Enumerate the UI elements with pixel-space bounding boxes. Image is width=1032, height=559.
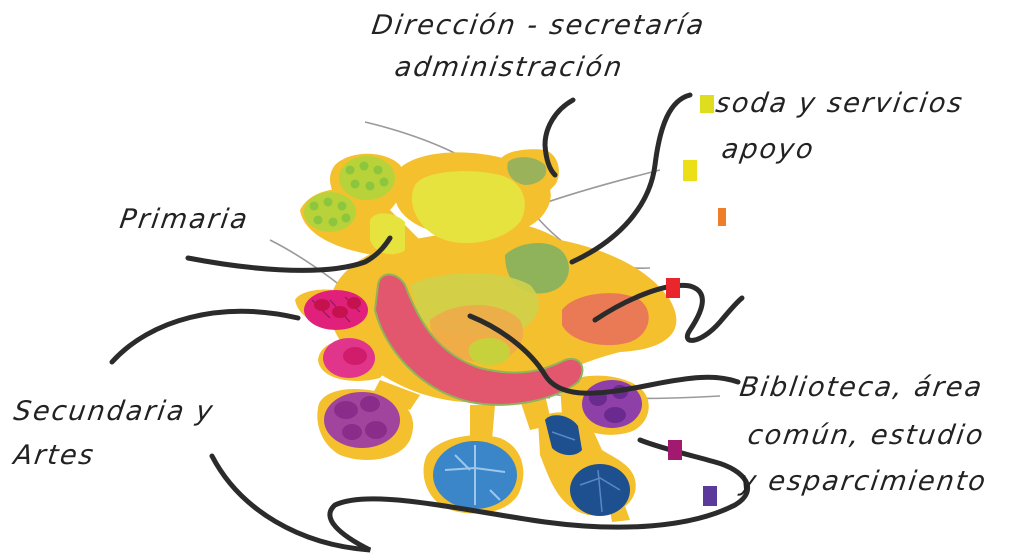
primaria-blob-1 xyxy=(339,156,395,200)
swatch-yellow xyxy=(683,160,697,181)
pointer-soda xyxy=(572,95,690,262)
swatch-yellow-green xyxy=(700,95,714,113)
label-direccion-line1: Dirección - secretaría xyxy=(370,10,708,41)
magenta-cluster-top xyxy=(304,290,368,330)
pointer-direccion xyxy=(545,100,573,175)
purple-cluster-left xyxy=(324,392,400,448)
label-soda-line1: soda y servicios xyxy=(714,88,966,119)
swatch-violet xyxy=(703,486,717,506)
swatch-red xyxy=(666,278,680,298)
upper-left-zone xyxy=(370,213,405,254)
connector-stem-2 xyxy=(470,405,495,440)
label-primaria: Primaria xyxy=(118,204,251,235)
label-biblioteca-line1: Biblioteca, área xyxy=(738,372,986,403)
label-soda-line2: apoyo xyxy=(720,134,817,165)
pointer-secundaria xyxy=(112,311,298,362)
label-biblioteca-line3: y esparcimiento xyxy=(738,466,989,497)
label-secundaria-line1: Secundaria y xyxy=(12,396,217,427)
swatch-magenta xyxy=(668,440,682,460)
swatch-orange xyxy=(718,208,726,226)
legend-swatches xyxy=(666,95,726,506)
label-biblioteca-line2: común, estudio xyxy=(746,420,987,451)
label-direccion-line2: administración xyxy=(393,52,626,83)
orange-zone xyxy=(562,293,649,345)
label-secundaria-line2: Artes xyxy=(12,440,97,471)
blue-cluster xyxy=(433,441,517,509)
magenta-cluster-middle xyxy=(323,338,375,378)
